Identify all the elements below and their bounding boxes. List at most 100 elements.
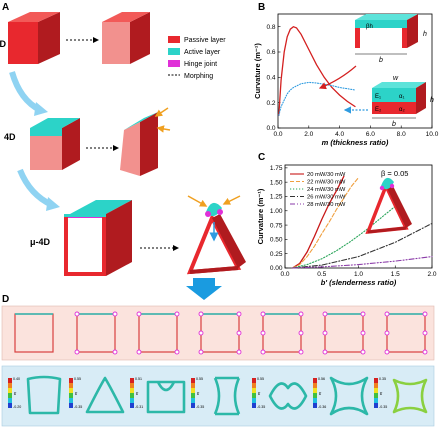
cube-4d — [30, 118, 80, 170]
x-tick-label: 2.0 — [427, 271, 436, 278]
y-tick-label: 0.8 — [266, 24, 275, 31]
colorbar-min-1: -0.35 — [74, 405, 82, 409]
inset-e2: E₂ — [375, 107, 382, 113]
colorbar-max-2: 0.51 — [135, 377, 142, 381]
y-tick-label: 1.00 — [270, 208, 283, 215]
colorbar-symbol-3: ε — [197, 391, 200, 397]
x-tick-label: 0.0 — [273, 131, 282, 138]
legend-morphing: Morphing — [184, 73, 213, 80]
legend-hinge: Hinge joint — [184, 61, 217, 68]
inset-b-bottom: w E₁ E₂ α₁ α₂ h b — [372, 75, 434, 128]
frame-shape-5 — [322, 311, 366, 355]
legend-entry-3: 26 mW/30 mW — [307, 195, 346, 201]
colorbar-max-5: 0.56 — [318, 377, 325, 381]
series-line-0 — [291, 175, 345, 269]
morphed-shape-2 — [146, 380, 186, 414]
cube-3d-morphed — [102, 12, 150, 64]
inset-h-top: h — [423, 31, 427, 38]
series-line-3 — [291, 222, 433, 269]
inset-h-bottom: h — [430, 97, 434, 104]
down-arrow — [186, 278, 222, 300]
row-shapes: 0.40-0.20ε 0.55 -0.35 ε 0.51 -0.31 ε 0.55 -0.35 ε… — [8, 375, 428, 416]
inset-a2: α₂ — [399, 107, 405, 113]
series-line-4 — [291, 256, 433, 269]
colorbar-max-4: 0.55 — [257, 377, 264, 381]
frame-shape-3 — [198, 311, 242, 355]
y-tick-label: 0.75 — [270, 222, 283, 229]
cube-4d-morphed — [120, 112, 158, 176]
y-tick-label: 1.75 — [270, 165, 283, 172]
x-tick-label: 0.5 — [317, 271, 326, 278]
colorbar-max-3: 0.55 — [196, 377, 203, 381]
beta-label: β = 0.05 — [381, 169, 408, 178]
inset-pointer-red — [318, 65, 357, 90]
colorbar-symbol-1: ε — [75, 391, 78, 397]
cube-3d — [8, 12, 60, 64]
x-tick-label: 0.0 — [280, 271, 289, 278]
colorbar-min-3: -0.35 — [196, 405, 204, 409]
force-arrow-4 — [222, 195, 241, 205]
colorbar-0: 0.40-0.20ε — [8, 377, 21, 409]
panel-d-label: D — [2, 294, 9, 305]
panel-b-label: B — [258, 2, 265, 13]
colorbar-4: 0.55 -0.35 ε — [252, 377, 265, 409]
colorbar-min-4: -0.35 — [257, 405, 265, 409]
y-tick-label: 0.6 — [266, 49, 275, 56]
y-axis-label: Curvature (m⁻¹) — [253, 43, 262, 99]
y-axis-label: Curvature (m⁻¹) — [256, 188, 265, 244]
colorbar-max-1: 0.55 — [74, 377, 81, 381]
stage-4d-label: 4D — [4, 132, 16, 142]
morphed-shape-0 — [26, 375, 62, 415]
colorbar-min-0: -0.20 — [13, 405, 21, 409]
x-tick-label: 4.0 — [335, 131, 344, 138]
frame-mu4d — [64, 200, 132, 276]
x-axis-label: b' (slenderness ratio) — [321, 278, 397, 287]
colorbar-min-2: -0.31 — [135, 405, 143, 409]
y-tick-label: 0.25 — [270, 251, 283, 258]
colorbar-6: 0.35-0.35ε — [374, 377, 387, 409]
y-tick-label: 1.50 — [270, 179, 283, 186]
x-tick-label: 6.0 — [366, 131, 375, 138]
colorbar-symbol-5: ε — [319, 391, 322, 397]
colorbar-symbol-2: ε — [136, 391, 139, 397]
frame-shape-4 — [260, 311, 304, 355]
x-tick-label: 8.0 — [397, 131, 406, 138]
inset-b-top-label: b — [379, 57, 383, 64]
y-tick-label: 0.0 — [266, 125, 275, 132]
inset-w: w — [393, 75, 399, 82]
colorbar-3: 0.55 -0.35 ε — [191, 377, 204, 409]
y-tick-label: 0.00 — [270, 265, 283, 272]
legend-a: Passive layer Active layer Hinge joint M… — [168, 36, 226, 80]
panel-c-label: C — [258, 152, 265, 163]
inset-e1: E₁ — [375, 94, 381, 100]
x-tick-label: 1.0 — [354, 271, 363, 278]
frame-shape-0 — [14, 313, 54, 353]
force-arrow-1 — [154, 107, 169, 117]
legend-entry-1: 22 mW/30 mW — [307, 180, 346, 186]
colorbar-symbol-4: ε — [258, 391, 261, 397]
force-arrow-2 — [156, 125, 171, 133]
legend-entry-2: 24 mW/30 mW — [307, 187, 346, 193]
y-tick-label: 0.2 — [266, 100, 275, 107]
frame-shape-1 — [74, 311, 118, 355]
inset-b-top: βh h b — [355, 14, 427, 64]
frame-shape-6 — [384, 311, 428, 355]
legend-entry-4: 28 mW/30 mW — [307, 202, 346, 208]
frame-mu4d-morphed — [186, 202, 246, 275]
series-line-0 — [278, 25, 356, 116]
row-frames — [14, 311, 428, 355]
inset-a1: α₁ — [399, 94, 405, 100]
force-arrow-3 — [187, 195, 208, 207]
legend-active: Active layer — [184, 49, 221, 56]
inset-beta-h: βh — [366, 24, 373, 30]
series-line-2 — [291, 205, 396, 269]
panel-a-label: A — [2, 2, 9, 13]
x-tick-label: 10.0 — [426, 131, 439, 138]
colorbar-1: 0.55 -0.35 ε — [69, 377, 82, 409]
colorbar-max-6: 0.35 — [379, 377, 386, 381]
colorbar-min-5: -0.36 — [318, 405, 326, 409]
inset-b-bottom-label: b — [392, 121, 396, 128]
